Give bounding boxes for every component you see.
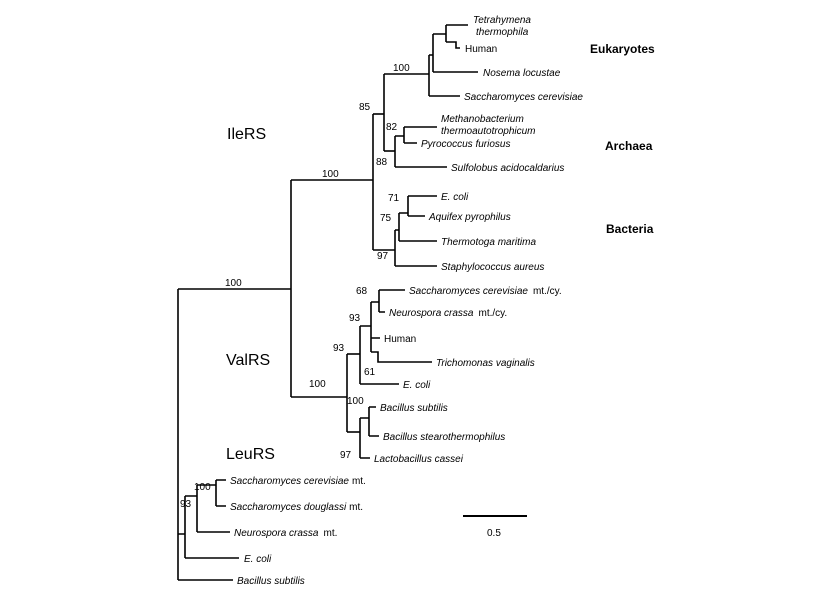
taxon-suffix: mt. xyxy=(323,528,337,539)
taxon-label: Staphylococcus aureus xyxy=(441,262,544,273)
taxon-label: Saccharomyces cerevisiae xyxy=(464,92,583,103)
taxon-label: Methanobacterium xyxy=(441,114,524,125)
bootstrap-value: 82 xyxy=(386,122,398,133)
scale-bar-label: 0.5 xyxy=(487,528,501,539)
bootstrap-value: 100 xyxy=(225,278,242,289)
bootstrap-value: 93 xyxy=(349,313,361,324)
group-label-valrs: ValRS xyxy=(226,352,270,369)
bootstrap-value: 97 xyxy=(340,450,352,461)
taxon-label: Lactobacillus cassei xyxy=(374,454,464,465)
bootstrap-value: 93 xyxy=(333,343,345,354)
node-bact-inner xyxy=(395,195,437,267)
bootstrap-values: 100 100 100 85 82 88 71 75 97 100 93 93 … xyxy=(180,63,410,510)
node-euk-inner xyxy=(429,24,478,97)
bootstrap-value: 100 xyxy=(347,396,364,407)
bootstrap-value: 71 xyxy=(388,193,400,204)
taxon-label: E. coli xyxy=(244,554,272,565)
taxon-label: Human xyxy=(384,334,416,345)
group-label-leurs: LeuRS xyxy=(226,446,275,463)
group-label-ilers: IleRS xyxy=(227,126,266,143)
taxon-name: Saccharomyces cerevisiae xyxy=(230,476,349,487)
taxon-label: Bacillus subtilis xyxy=(237,576,305,587)
taxon-label: Neurospora crassa mt./cy. xyxy=(389,308,507,319)
node-val-euk-inner xyxy=(360,289,432,385)
tree-branches xyxy=(177,24,478,581)
domain-label-archaea: Archaea xyxy=(605,139,653,153)
taxon-label: Bacillus subtilis xyxy=(380,403,448,414)
node-leu xyxy=(178,479,239,581)
taxon-suffix: mt. xyxy=(352,476,366,487)
taxon-label: thermophila xyxy=(476,27,529,38)
bootstrap-value: 68 xyxy=(356,286,368,297)
taxon-labels: Tetrahymena thermophila Human Nosema loc… xyxy=(230,15,583,587)
taxon-name: Neurospora crassa xyxy=(234,528,319,539)
taxon-suffix: mt. xyxy=(349,502,363,513)
taxon-name: Neurospora crassa xyxy=(389,308,474,319)
taxon-label: E. coli xyxy=(441,192,469,203)
bootstrap-value: 85 xyxy=(359,102,371,113)
taxon-label: Trichomonas vaginalis xyxy=(436,358,535,369)
bootstrap-value: 61 xyxy=(364,367,376,378)
taxon-label: Aquifex pyrophilus xyxy=(428,212,511,223)
bootstrap-value: 93 xyxy=(180,499,192,510)
bootstrap-value: 97 xyxy=(377,251,389,262)
bootstrap-value: 88 xyxy=(376,157,388,168)
taxon-label: Nosema locustae xyxy=(483,68,561,79)
bootstrap-value: 100 xyxy=(393,63,410,74)
domain-label-bacteria: Bacteria xyxy=(606,222,654,236)
taxon-name: Saccharomyces douglassi xyxy=(230,502,347,513)
domain-label-eukaryotes: Eukaryotes xyxy=(590,42,655,56)
taxon-label: Neurospora crassa mt. xyxy=(234,528,337,539)
taxon-label: Pyrococcus furiosus xyxy=(421,139,510,150)
taxon-label: thermoautotrophicum xyxy=(441,126,536,137)
bootstrap-value: 100 xyxy=(194,482,211,493)
taxon-label: Thermotoga maritima xyxy=(441,237,536,248)
scale-bar: 0.5 xyxy=(463,515,527,539)
taxon-label: Bacillus stearothermophilus xyxy=(383,432,505,443)
bootstrap-value: 100 xyxy=(322,169,339,180)
taxon-label: Sulfolobus acidocaldarius xyxy=(451,163,564,174)
taxon-label: Saccharomyces cerevisiae mt./cy. xyxy=(409,286,562,297)
taxon-label: Tetrahymena xyxy=(473,15,531,26)
bootstrap-value: 100 xyxy=(309,379,326,390)
node-val-bact-inner xyxy=(360,406,379,459)
taxon-suffix: mt./cy. xyxy=(533,286,562,297)
taxon-label: Human xyxy=(465,44,497,55)
taxon-label: E. coli xyxy=(403,380,431,391)
taxon-suffix: mt./cy. xyxy=(478,308,507,319)
node-arch-inner xyxy=(395,126,447,168)
taxon-name: Saccharomyces cerevisiae xyxy=(409,286,528,297)
bootstrap-value: 75 xyxy=(380,213,392,224)
